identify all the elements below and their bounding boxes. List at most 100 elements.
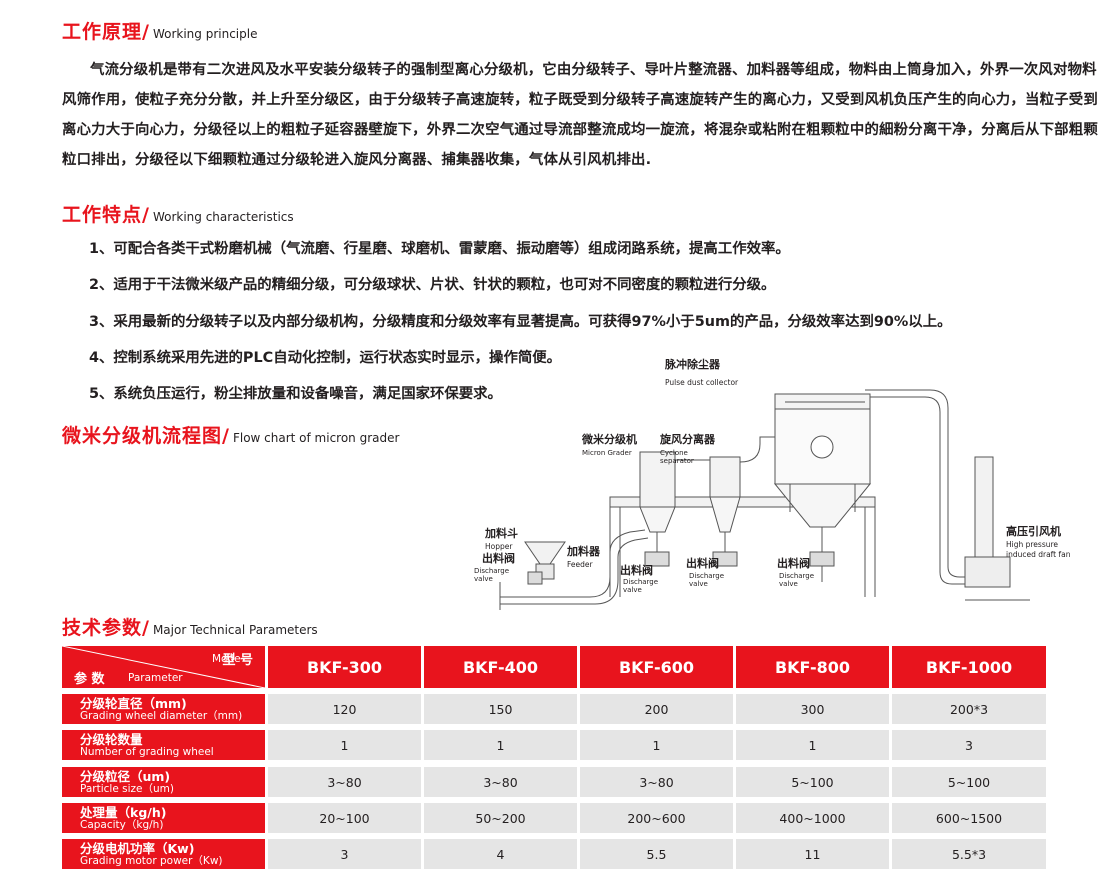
value-cell: 400~1000: [736, 803, 889, 833]
param-label-cell: 分级粒径（um) Particle size（um): [62, 767, 265, 797]
table-row: 分级电机功率（Kw) Grading motor power（Kw) 3 4 5…: [62, 839, 1046, 869]
label-valve3-cn: 出料阀: [686, 556, 719, 570]
value-cell: 50~200: [424, 803, 577, 833]
feature-item-5: 5、系统负压运行，粉尘排放量和设备噪音，满足国家环保要求。: [89, 386, 502, 402]
label-pulse-en: Pulse dust collector: [665, 378, 739, 387]
principle-title-cn: 工作原理/: [62, 21, 150, 43]
header-param-en: Parameter: [128, 672, 183, 684]
value-cell: 120: [268, 694, 421, 724]
header-param-cn: 参 数: [74, 672, 105, 687]
value-cell: 11: [736, 839, 889, 869]
label-hopper-cn: 加料斗: [484, 526, 518, 540]
header-model-3: BKF-600: [580, 646, 733, 688]
value-cell: 20~100: [268, 803, 421, 833]
label-pulse-cn: 脉冲除尘器: [664, 357, 721, 371]
label-valve4-en2: valve: [779, 580, 798, 588]
principle-paragraph: 气流分级机是带有二次进风及水平安装分级转子的强制型离心分级机，它由分级转子、导叶…: [62, 55, 1102, 175]
flow-chart-diagram: 脉冲除尘器 Pulse dust collector 微米分级机 Micron …: [474, 357, 1071, 610]
param-en: Capacity（kg/h): [80, 818, 164, 831]
param-label-cell: 分级电机功率（Kw) Grading motor power（Kw): [62, 839, 265, 869]
label-fan-cn: 高压引风机: [1006, 524, 1061, 538]
label-feeder-cn: 加料器: [566, 544, 601, 558]
param-cn: 处理量（kg/h): [80, 804, 167, 820]
value-cell: 200: [580, 694, 733, 724]
table-row: 分级轮直径（mm) Grading wheel diameter（mm) 120…: [62, 694, 1046, 724]
principle-heading: 工作原理/ Working principle: [62, 17, 257, 44]
flow-title-en: Flow chart of micron grader: [232, 431, 400, 445]
label-valve2-en2: valve: [623, 586, 642, 594]
label-valve4-en1: Discharge: [779, 572, 814, 580]
value-cell: 3~80: [268, 767, 421, 797]
table-row: 分级粒径（um) Particle size（um) 3~80 3~80 3~8…: [62, 767, 1046, 797]
value-cell: 200~600: [580, 803, 733, 833]
label-cyclone-en2: separator: [660, 457, 694, 465]
label-valve2-cn: 出料阀: [620, 563, 653, 577]
param-cn: 分级轮数量: [80, 731, 143, 747]
label-valve2-en1: Discharge: [623, 578, 658, 586]
header-model-cn: 型 号: [222, 653, 253, 668]
hopper: [524, 541, 566, 565]
features-title-en: Working characteristics: [152, 210, 294, 224]
value-cell: 5~100: [892, 767, 1046, 797]
label-fan-en1: High pressure: [1006, 540, 1058, 549]
feature-item-1: 1、可配合各类干式粉磨机械（气流磨、行星磨、球磨机、雷蒙磨、振动磨等）组成闭路系…: [89, 241, 790, 257]
label-valve1-en1: Discharge: [474, 567, 509, 575]
header-model-1: BKF-300: [268, 646, 421, 688]
params-heading: 技术参数/ Major Technical Parameters: [62, 613, 318, 640]
param-en: Particle size（um): [80, 782, 174, 795]
label-grader-cn: 微米分级机: [581, 432, 637, 446]
params-title-cn: 技术参数/: [62, 617, 150, 639]
header-model-2: BKF-400: [424, 646, 577, 688]
features-title-cn: 工作特点/: [62, 204, 150, 226]
value-cell: 3~80: [424, 767, 577, 797]
label-cyclone-cn: 旋风分离器: [659, 432, 716, 446]
valve-cyclone: [712, 551, 738, 567]
value-cell: 4: [424, 839, 577, 869]
label-cyclone-en1: Cyclone: [660, 449, 688, 457]
param-en: Grading motor power（Kw): [80, 854, 223, 867]
label-hopper-en: Hopper: [485, 542, 513, 551]
table-row: 分级轮数量 Number of grading wheel 1 1 1 1 3: [62, 730, 1046, 760]
value-cell: 3: [892, 730, 1046, 760]
value-cell: 200*3: [892, 694, 1046, 724]
header-model-4: BKF-800: [736, 646, 889, 688]
param-label-cell: 分级轮直径（mm) Grading wheel diameter（mm): [62, 694, 265, 724]
value-cell: 5.5*3: [892, 839, 1046, 869]
value-cell: 1: [736, 730, 889, 760]
valve-grader: [644, 551, 670, 567]
header-model-5: BKF-1000: [892, 646, 1046, 688]
flow-title-cn: 微米分级机流程图/: [62, 425, 230, 447]
header-diagonal: [62, 646, 265, 688]
principle-text: 气流分级机是带有二次进风及水平安装分级转子的强制型离心分级机，它由分级转子、导叶…: [62, 62, 1098, 168]
feature-item-3: 3、采用最新的分级转子以及内部分级机构，分级精度和分级效率有显著提高。可获得97…: [89, 314, 952, 330]
principle-title-en: Working principle: [152, 27, 258, 41]
table-row: 处理量（kg/h) Capacity（kg/h) 20~100 50~200 2…: [62, 803, 1046, 833]
value-cell: 5.5: [580, 839, 733, 869]
param-cn: 分级电机功率（Kw): [80, 840, 195, 856]
params-title-en: Major Technical Parameters: [152, 623, 318, 637]
param-en: Number of grading wheel: [80, 745, 214, 758]
value-cell: 1: [580, 730, 733, 760]
header-corner-cell: 型 号 Mode 参 数 Parameter: [62, 646, 265, 688]
label-feeder-en: Feeder: [567, 560, 594, 569]
value-cell: 5~100: [736, 767, 889, 797]
label-valve3-en2: valve: [689, 580, 708, 588]
value-cell: 3~80: [580, 767, 733, 797]
label-valve1-en2: valve: [474, 575, 493, 583]
param-label-cell: 分级轮数量 Number of grading wheel: [62, 730, 265, 760]
param-cn: 分级轮直径（mm): [80, 695, 187, 711]
micron-grader-body: [639, 451, 676, 508]
param-en: Grading wheel diameter（mm): [80, 709, 243, 722]
value-cell: 300: [736, 694, 889, 724]
param-label-cell: 处理量（kg/h) Capacity（kg/h): [62, 803, 265, 833]
label-valve4-cn: 出料阀: [777, 556, 810, 570]
fan-stack: [974, 456, 994, 558]
param-cn: 分级粒径（um): [80, 768, 171, 784]
valve-collector: [809, 551, 835, 567]
feature-item-2: 2、适用于干法微米级产品的精细分级，可分级球状、片状、针状的颗粒，也可对不同密度…: [89, 277, 776, 293]
valve-hopper: [527, 571, 543, 585]
label-fan-en2: induced draft fan: [1006, 550, 1071, 559]
value-cell: 150: [424, 694, 577, 724]
cyclone-body: [709, 456, 741, 498]
label-grader-en: Micron Grader: [582, 449, 632, 457]
